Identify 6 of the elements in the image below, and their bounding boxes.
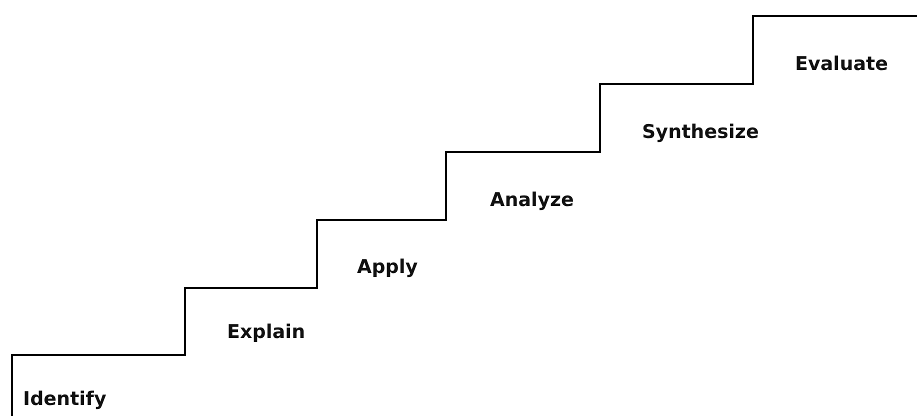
step-label: Evaluate bbox=[795, 55, 888, 74]
step-label: Synthesize bbox=[642, 123, 759, 142]
step-label: Apply bbox=[357, 258, 418, 277]
step-label: Analyze bbox=[490, 191, 574, 210]
step-label: Explain bbox=[227, 323, 306, 342]
step-label: Identify bbox=[23, 390, 106, 409]
